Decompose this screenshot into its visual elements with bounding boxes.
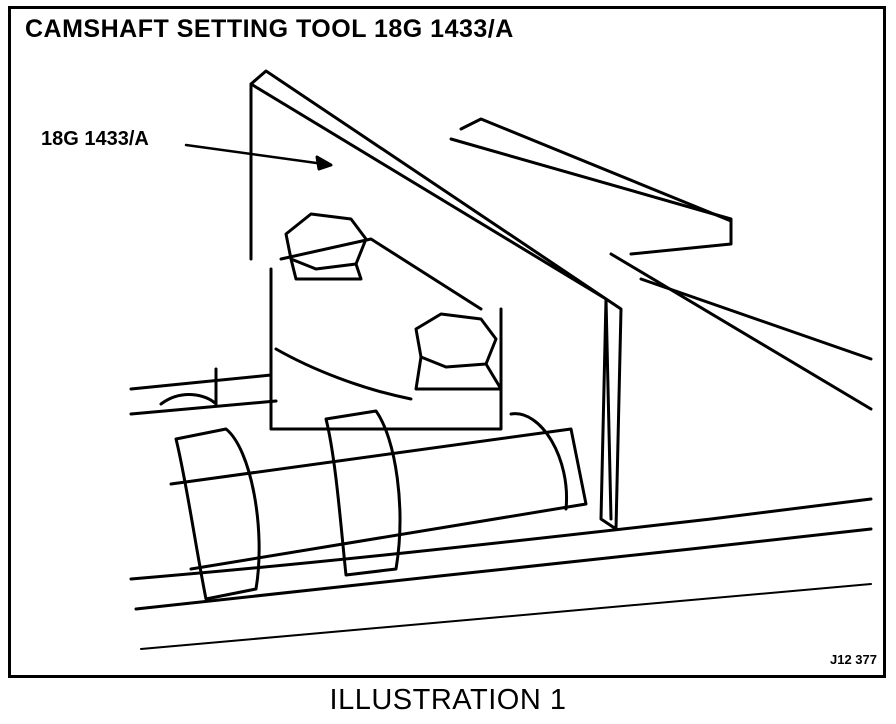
cylinder-head xyxy=(129,117,873,650)
bearing-cap xyxy=(269,237,503,431)
setting-tool-plate xyxy=(249,69,623,531)
callout-leader-arrow xyxy=(184,143,333,171)
illustration-frame: CAMSHAFT SETTING TOOL 18G 1433/A 18G 143… xyxy=(8,6,886,678)
illustration-caption: ILLUSTRATION 1 xyxy=(329,684,567,716)
reference-code: J12 377 xyxy=(830,652,877,667)
figure-title: CAMSHAFT SETTING TOOL 18G 1433/A xyxy=(25,15,514,43)
bolt-rear xyxy=(284,212,368,281)
camshaft-line-drawing xyxy=(129,69,873,650)
bolt-front xyxy=(414,312,503,391)
camshaft xyxy=(159,367,588,601)
tool-callout-label: 18G 1433/A xyxy=(41,128,149,150)
